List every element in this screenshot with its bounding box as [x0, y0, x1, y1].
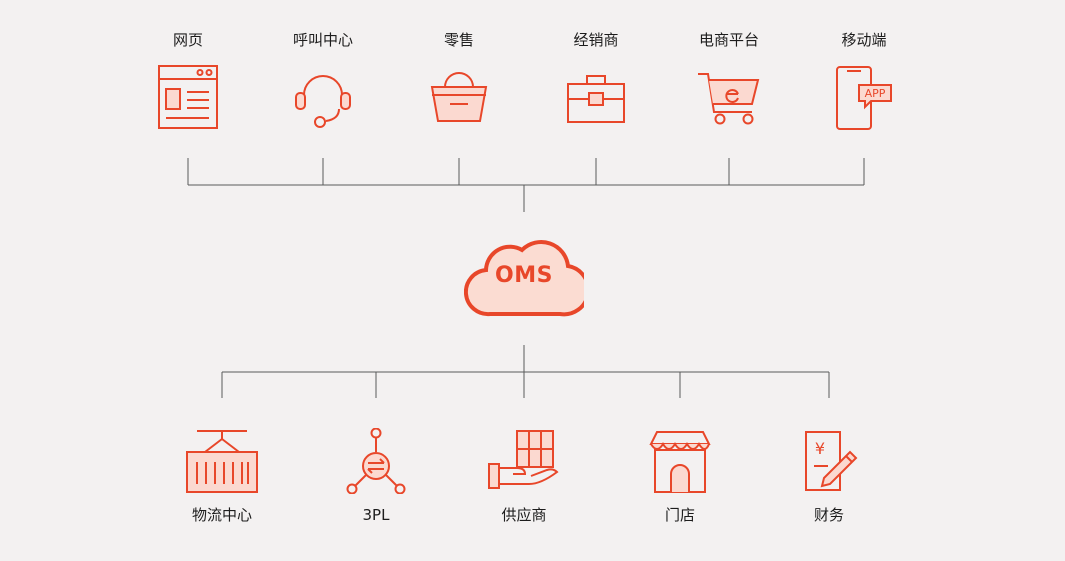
warehouse-container-icon: [186, 430, 258, 493]
channel-webpage: 网页: [148, 31, 228, 131]
network-exchange-icon: [346, 428, 406, 494]
webpage-icon: [158, 65, 218, 129]
channel-call-center: 呼叫中心: [273, 31, 373, 131]
destination-label: 财务: [813, 506, 844, 524]
mobile-app-icon: APP: [836, 66, 892, 130]
app-badge-text: APP: [865, 87, 886, 100]
destination-store: 门店: [640, 428, 720, 524]
channel-retail: 零售: [419, 31, 499, 131]
destination-finance: ¥ 财务: [789, 428, 869, 524]
channel-distributor: 经销商: [556, 31, 636, 131]
destination-3pl: 3PL: [336, 428, 416, 524]
headset-icon: [295, 75, 351, 128]
hand-with-box-icon: [488, 430, 559, 489]
hub-label: OMS: [495, 263, 553, 288]
channel-mobile: 移动端 APP: [824, 31, 904, 131]
yen-symbol: ¥: [815, 439, 825, 458]
channel-label: 移动端: [841, 31, 887, 49]
channel-label: 网页: [172, 31, 203, 49]
destination-label: 供应商: [501, 506, 547, 524]
destination-supplier: 供应商: [484, 428, 564, 524]
channel-label: 呼叫中心: [292, 31, 353, 49]
channel-label: 电商平台: [698, 31, 759, 49]
invoice-pen-icon: ¥: [805, 431, 858, 491]
shopping-basket-icon: [430, 72, 488, 122]
channel-label: 零售: [443, 31, 474, 49]
destination-label: 物流中心: [191, 506, 252, 524]
oms-hub: OMS: [463, 228, 591, 328]
channel-label: 经销商: [573, 31, 619, 49]
briefcase-icon: [567, 75, 625, 123]
destination-label: 3PL: [362, 506, 390, 524]
destination-logistics-center: 物流中心: [172, 428, 272, 524]
storefront-icon: [649, 431, 711, 493]
channel-ecommerce: 电商平台: [679, 31, 779, 131]
shopping-cart-icon: [698, 73, 760, 125]
destination-label: 门店: [664, 506, 695, 524]
